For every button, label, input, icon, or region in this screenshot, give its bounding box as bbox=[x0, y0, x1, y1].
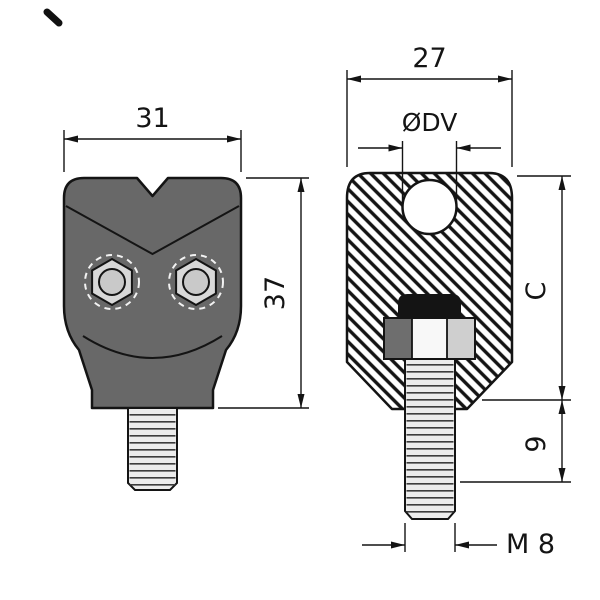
nut-facet-dark bbox=[384, 318, 412, 359]
bolt-washer-circle bbox=[98, 268, 126, 296]
stud-outline bbox=[404, 358, 456, 520]
dim-label-m8: M 8 bbox=[506, 529, 555, 560]
dim-height-37: 37 bbox=[218, 177, 309, 409]
dim-stud-9: 9 bbox=[460, 400, 571, 483]
front-top-groove bbox=[65, 205, 240, 256]
side-stud bbox=[404, 358, 456, 520]
dim-label-27: 27 bbox=[412, 43, 446, 74]
dim-width-27: 27 bbox=[346, 43, 513, 167]
hex-nut bbox=[383, 294, 476, 360]
corner-mark bbox=[43, 8, 63, 27]
dim-label-c: C bbox=[521, 282, 552, 301]
bolt-dashed-circle bbox=[84, 254, 140, 310]
nut-facet-light bbox=[412, 318, 447, 359]
dim-label-31: 31 bbox=[135, 103, 169, 134]
dim-hole-dv: ØDV bbox=[358, 108, 501, 205]
bolt-right bbox=[168, 254, 224, 310]
dim-label-9: 9 bbox=[521, 435, 552, 452]
front-stud bbox=[127, 407, 178, 491]
dim-width-31: 31 bbox=[63, 103, 242, 172]
clamp-cap bbox=[398, 294, 461, 318]
dim-height-c: C bbox=[482, 175, 571, 401]
front-view: 31 37 bbox=[62, 103, 309, 491]
cable-hole bbox=[401, 178, 458, 236]
dim-label-37: 37 bbox=[260, 276, 291, 310]
front-lower-arc bbox=[82, 335, 223, 359]
bolt-dashed-circle bbox=[168, 254, 224, 310]
bolt-washer-circle bbox=[182, 268, 210, 296]
front-body bbox=[62, 176, 243, 410]
dim-label-dv: ØDV bbox=[402, 108, 458, 137]
side-view: 27 ØDV C 9 M 8 bbox=[345, 43, 571, 560]
nut-facet-mid bbox=[447, 318, 475, 359]
dim-thread-m8: M 8 bbox=[362, 523, 555, 560]
bolt-left bbox=[84, 254, 140, 310]
